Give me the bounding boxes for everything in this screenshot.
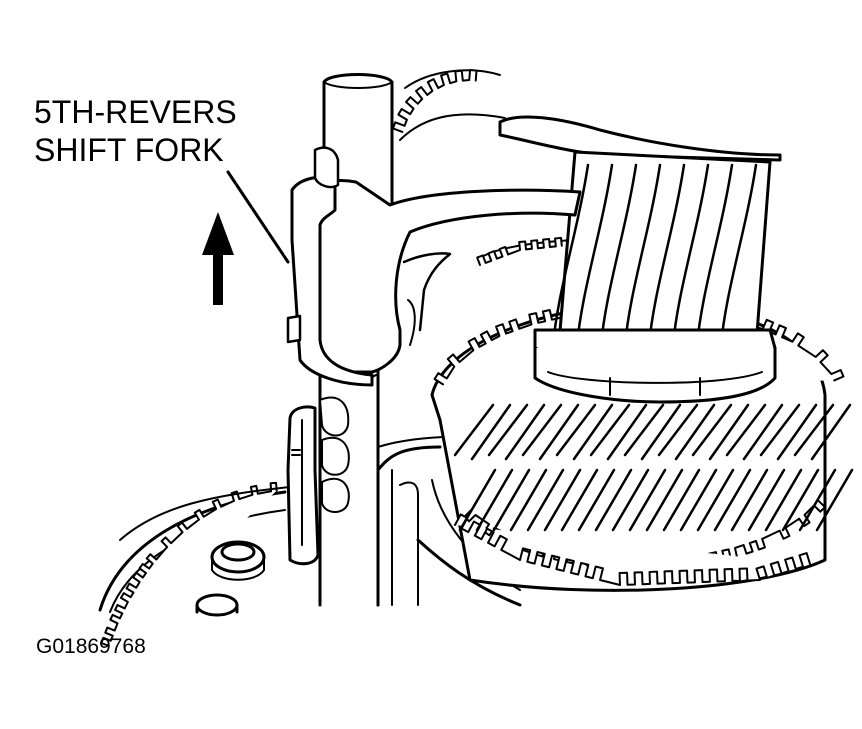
gear-tooth-line [555, 403, 597, 457]
gear-tooth-line [594, 468, 633, 532]
gear-tooth-line [645, 468, 684, 532]
pinion-helix-line [551, 163, 590, 347]
gear-tooth-line [747, 468, 786, 532]
gear-tooth-line [453, 403, 495, 457]
gear-tooth-line [640, 403, 682, 461]
gear-tooth-line [458, 468, 497, 532]
gear-tooth-line [628, 468, 667, 532]
gear-tooth-line [713, 468, 752, 532]
gear-tooth-line [759, 403, 801, 457]
gear-tooth-line [662, 468, 701, 532]
gear-tooth-line [657, 403, 699, 457]
gear-tooth-line [781, 468, 820, 532]
callout-label-line1: 5TH-REVERS [34, 94, 237, 130]
gear-tooth-line [708, 403, 750, 461]
gear-tooth-line [504, 403, 546, 461]
gear-tooth-line [470, 403, 512, 461]
gear-tooth-line [475, 468, 514, 532]
left-ring-gear [98, 481, 291, 647]
pinion-helix-line [599, 163, 638, 347]
gear-tooth-line [776, 403, 818, 461]
gear-tooth-line [730, 468, 769, 532]
gear-tooth-line [815, 468, 854, 532]
gear-tooth-line [521, 403, 563, 457]
shift-rail [318, 73, 394, 607]
callout-leader-line [226, 170, 290, 264]
gear-tooth-line [674, 403, 716, 461]
gear-tooth-line [606, 403, 648, 461]
gear-tooth-line [742, 403, 784, 461]
main-pinion-shaft [498, 115, 782, 404]
gear-tooth-line [679, 468, 718, 532]
gear-tooth-line [589, 403, 631, 457]
pinion-helix-line [719, 163, 758, 347]
gear-tooth-line [798, 468, 837, 532]
gear-tooth-line [696, 468, 735, 532]
figure-id: G01869768 [36, 635, 146, 658]
up-arrow-icon [202, 212, 234, 305]
pinion-helix-line [671, 163, 710, 347]
gear-tooth-line [572, 403, 614, 461]
gear-tooth-line [793, 403, 835, 457]
shift-fork [286, 146, 582, 387]
gear-tooth-line [492, 468, 531, 532]
gear-tooth-line [560, 468, 599, 532]
gear-tooth-line [487, 403, 529, 457]
detent-plate [286, 396, 350, 566]
gear-tooth-line [509, 468, 548, 532]
gear-tooth-line [577, 468, 616, 532]
pinion-helix-line [575, 163, 614, 347]
callout-label-line2: SHIFT FORK [34, 132, 224, 168]
pinion-helix-line [623, 163, 662, 347]
gear-tooth-line [810, 403, 852, 461]
gear-tooth-line [543, 468, 582, 532]
gear-tooth-line [611, 468, 650, 532]
gear-tooth-line [538, 403, 580, 461]
gear-tooth-line [623, 403, 665, 457]
pinion-helix-line [695, 163, 734, 347]
pinion-helix-line [647, 163, 686, 347]
gear-tooth-line [526, 468, 565, 532]
gear-tooth-line [725, 403, 767, 457]
gear-tooth-line [691, 403, 733, 457]
gear-tooth-line [764, 468, 803, 532]
